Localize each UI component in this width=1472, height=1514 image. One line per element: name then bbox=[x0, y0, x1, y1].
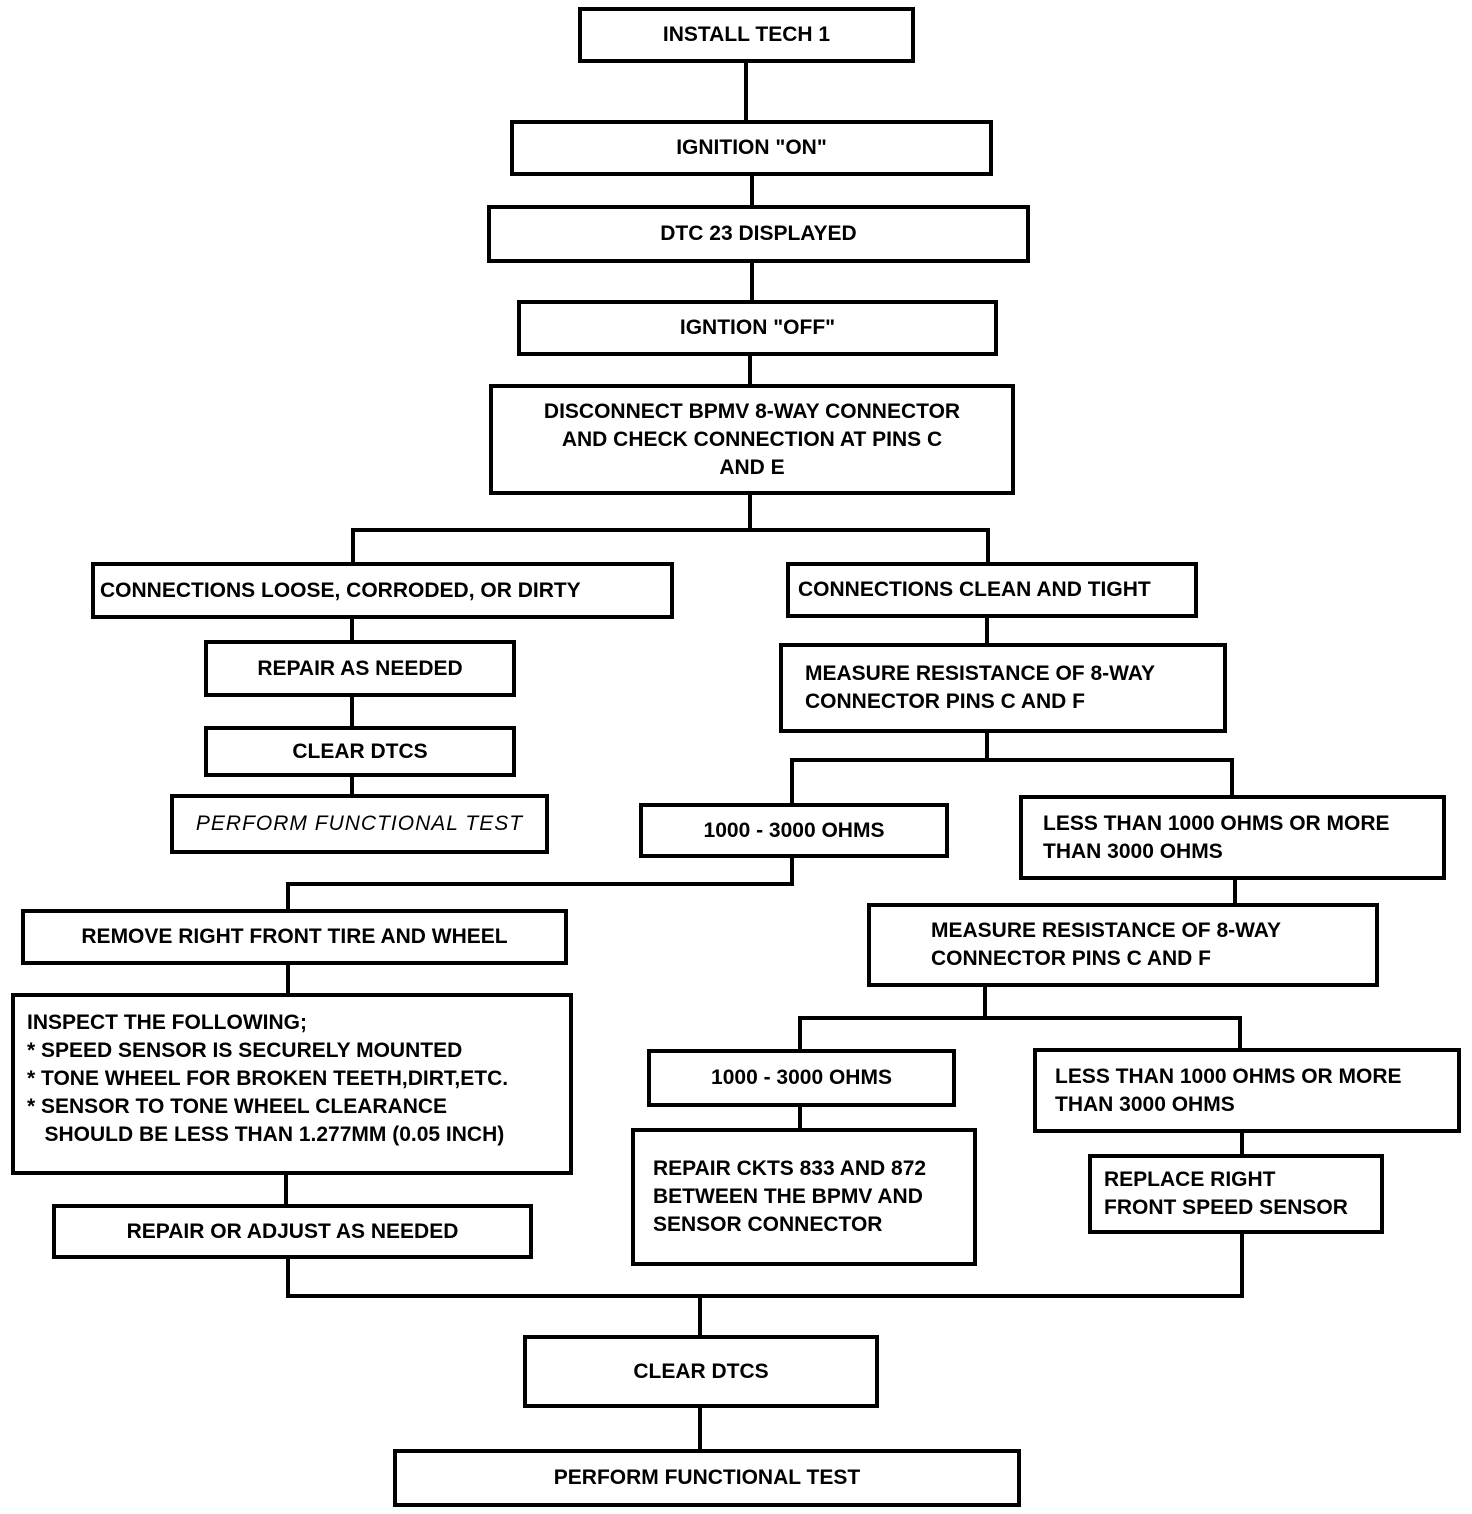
step-label-line: CONNECTOR PINS C AND F bbox=[931, 947, 1212, 970]
step-label-line: REPLACE RIGHT bbox=[1104, 1168, 1276, 1191]
step-dtc-displayed: DTC 23 DISPLAYED bbox=[487, 205, 1030, 263]
step-label: CLEAR DTCS bbox=[292, 739, 428, 763]
step-repair-or-adjust: REPAIR OR ADJUST AS NEEDED bbox=[52, 1204, 533, 1259]
step-label-line: FRONT SPEED SENSOR bbox=[1104, 1196, 1348, 1219]
step-label: REPAIR AS NEEDED bbox=[257, 656, 463, 680]
step-perform-test-final: PERFORM FUNCTIONAL TEST bbox=[393, 1449, 1021, 1507]
step-remove-tire: REMOVE RIGHT FRONT TIRE AND WHEEL bbox=[21, 909, 568, 965]
step-inspect: INSPECT THE FOLLOWING; * SPEED SENSOR IS… bbox=[11, 993, 573, 1175]
step-label-line: DISCONNECT BPMV 8-WAY CONNECTOR bbox=[543, 399, 961, 423]
step-label-line: BETWEEN THE BPMV AND bbox=[653, 1185, 923, 1208]
step-label: DTC 23 DISPLAYED bbox=[660, 222, 857, 245]
step-repair-ckts: REPAIR CKTS 833 AND 872 BETWEEN THE BPMV… bbox=[631, 1128, 977, 1266]
step-label-line: AND E bbox=[719, 455, 785, 479]
step-disconnect-connector: DISCONNECT BPMV 8-WAY CONNECTOR AND CHEC… bbox=[489, 384, 1015, 495]
step-ohms-out-of-range-2: LESS THAN 1000 OHMS OR MORE THAN 3000 OH… bbox=[1033, 1048, 1461, 1133]
step-label: PERFORM FUNCTIONAL TEST bbox=[195, 812, 524, 835]
step-replace-speed-sensor: REPLACE RIGHT FRONT SPEED SENSOR bbox=[1088, 1154, 1384, 1234]
step-ohms-in-range-1: 1000 - 3000 OHMS bbox=[639, 803, 949, 858]
step-label-line: AND CHECK CONNECTION AT PINS C bbox=[561, 427, 943, 451]
step-install-tech: INSTALL TECH 1 bbox=[578, 7, 915, 63]
step-connections-clean: CONNECTIONS CLEAN AND TIGHT bbox=[786, 562, 1198, 618]
step-label-line: INSPECT THE FOLLOWING; bbox=[27, 1011, 307, 1034]
step-label-line: THAN 3000 OHMS bbox=[1043, 839, 1223, 863]
step-measure-resistance-1: MEASURE RESISTANCE OF 8-WAY CONNECTOR PI… bbox=[779, 643, 1227, 733]
step-label-line: LESS THAN 1000 OHMS OR MORE bbox=[1043, 811, 1390, 835]
step-label-line: * SPEED SENSOR IS SECURELY MOUNTED bbox=[27, 1039, 463, 1062]
step-perform-test-left: PERFORM FUNCTIONAL TEST bbox=[170, 794, 549, 854]
step-label: REPAIR OR ADJUST AS NEEDED bbox=[126, 1219, 459, 1243]
step-connections-loose: CONNECTIONS LOOSE, CORRODED, OR DIRTY bbox=[91, 562, 674, 619]
step-label: PERFORM FUNCTIONAL TEST bbox=[553, 1466, 861, 1489]
step-clear-dtcs-final: CLEAR DTCS bbox=[523, 1335, 879, 1408]
step-ohms-in-range-2: 1000 - 3000 OHMS bbox=[647, 1049, 956, 1107]
step-label-line: THAN 3000 OHMS bbox=[1055, 1092, 1235, 1116]
step-ignition-on: IGNITION "ON" bbox=[510, 120, 993, 176]
step-label: CLEAR DTCS bbox=[633, 1359, 769, 1383]
step-label-line: SHOULD BE LESS THAN 1.277MM (0.05 INCH) bbox=[27, 1123, 505, 1146]
step-label: 1000 - 3000 OHMS bbox=[711, 1066, 892, 1089]
step-label-line: SENSOR CONNECTOR bbox=[653, 1213, 883, 1236]
step-label-line: REPAIR CKTS 833 AND 872 bbox=[653, 1157, 927, 1180]
step-label-line: LESS THAN 1000 OHMS OR MORE bbox=[1055, 1064, 1402, 1088]
step-label: CONNECTIONS LOOSE, CORRODED, OR DIRTY bbox=[100, 578, 581, 602]
step-label: INSTALL TECH 1 bbox=[662, 23, 831, 46]
step-label-line: CONNECTOR PINS C AND F bbox=[805, 690, 1086, 713]
step-repair-as-needed: REPAIR AS NEEDED bbox=[204, 640, 516, 697]
step-label: IGNITION "ON" bbox=[676, 136, 827, 159]
step-measure-resistance-2: MEASURE RESISTANCE OF 8-WAY CONNECTOR PI… bbox=[867, 903, 1379, 987]
step-label-line: * TONE WHEEL FOR BROKEN TEETH,DIRT,ETC. bbox=[27, 1067, 509, 1090]
step-label: 1000 - 3000 OHMS bbox=[703, 818, 885, 842]
step-label-line: MEASURE RESISTANCE OF 8-WAY bbox=[931, 919, 1282, 942]
step-ignition-off: IGNTION "OFF" bbox=[517, 300, 998, 356]
step-ohms-out-of-range-1: LESS THAN 1000 OHMS OR MORE THAN 3000 OH… bbox=[1019, 795, 1446, 880]
step-label: REMOVE RIGHT FRONT TIRE AND WHEEL bbox=[81, 925, 508, 948]
step-label-line: * SENSOR TO TONE WHEEL CLEARANCE bbox=[27, 1095, 448, 1118]
step-label: CONNECTIONS CLEAN AND TIGHT bbox=[798, 578, 1151, 601]
step-label-line: MEASURE RESISTANCE OF 8-WAY bbox=[805, 662, 1156, 685]
step-label: IGNTION "OFF" bbox=[679, 316, 836, 339]
step-clear-dtcs-left: CLEAR DTCS bbox=[204, 726, 516, 777]
